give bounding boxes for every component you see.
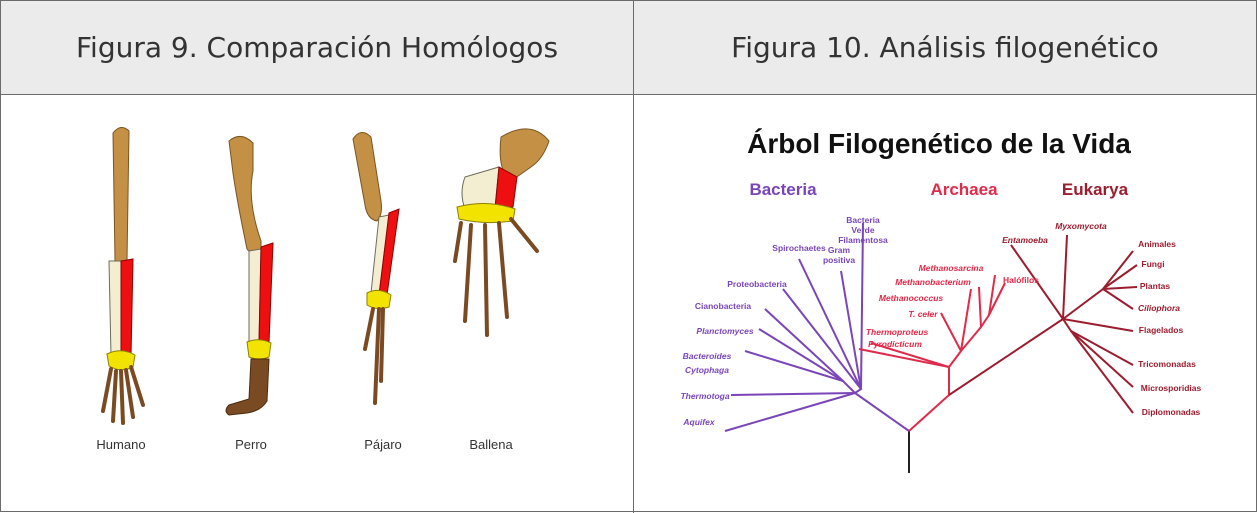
column-divider: [633, 1, 634, 513]
tree-title: Árbol Filogenético de la Vida: [747, 128, 1131, 159]
leaf-t-celer: T. celer: [908, 309, 938, 319]
leaf-gram-1: Gram: [828, 245, 851, 255]
leaf-fungi: Fungi: [1141, 259, 1164, 269]
leaf-aquifex: Aquifex: [682, 417, 715, 427]
leaf-bacteroides: Bacteroides: [683, 351, 732, 361]
leaf-thermoproteus: Thermoproteus: [866, 327, 929, 337]
leaf-plantas: Plantas: [1140, 281, 1171, 291]
leaf-diplomonadas: Diplomonadas: [1142, 407, 1201, 417]
whale-limb: [455, 129, 549, 335]
limb-label-humano: Humano: [96, 437, 145, 452]
figure-10-title: Figura 10. Análisis filogenético: [634, 1, 1256, 94]
leaf-cytophaga: Cytophaga: [685, 365, 729, 375]
leaf-bacteria-verde-1: Bacteria: [846, 215, 880, 225]
leaf-microsporidias: Microsporidias: [1141, 383, 1202, 393]
leaf-thermotoga: Thermotoga: [680, 391, 729, 401]
leaf-methanosarcina: Methanosarcina: [919, 263, 984, 273]
leaf-planctomyces: Planctomyces: [696, 326, 753, 336]
limb-label-ballena: Ballena: [469, 437, 513, 452]
leaf-entamoeba: Entamoeba: [1002, 235, 1048, 245]
phylogenetic-tree: Árbol Filogenético de la Vida Bacteria A…: [671, 101, 1241, 491]
leaf-bacteria-verde-3: Filamentosa: [838, 235, 888, 245]
leaf-tricomonadas: Tricomonadas: [1138, 359, 1196, 369]
limb-label-perro: Perro: [235, 437, 267, 452]
bird-limb: [353, 132, 399, 403]
leaf-halofilos: Halófilos: [1003, 275, 1039, 285]
eukarya-branches: [949, 235, 1137, 413]
table-header-row: Figura 9. Comparación Homólogos Figura 1…: [1, 1, 1256, 95]
leaf-animales: Animales: [1138, 239, 1176, 249]
leaf-gram-2: positiva: [823, 255, 855, 265]
figure-9-title: Figura 9. Comparación Homólogos: [1, 1, 633, 94]
leaf-myxomycota: Myxomycota: [1055, 221, 1107, 231]
leaf-ciliophora: Ciliophora: [1138, 303, 1180, 313]
leaf-cianobacteria: Cianobacteria: [695, 301, 751, 311]
leaf-pyrodicticum: Pyrodicticum: [868, 339, 922, 349]
domain-eukarya: Eukarya: [1062, 180, 1129, 199]
human-limb: [103, 127, 143, 423]
domain-archaea: Archaea: [930, 180, 998, 199]
leaf-spirochaetes: Spirochaetes: [772, 243, 826, 253]
leaf-methanobacterium: Methanobacterium: [895, 277, 971, 287]
dog-limb: [226, 136, 273, 415]
leaf-flagelados: Flagelados: [1139, 325, 1184, 335]
domain-bacteria: Bacteria: [749, 180, 817, 199]
leaf-proteobacteria: Proteobacteria: [727, 279, 787, 289]
leaf-bacteria-verde-2: Verde: [851, 225, 874, 235]
homologs-diagram: Humano Perro Pájaro Ballena: [61, 111, 581, 471]
limb-label-pajaro: Pájaro: [364, 437, 402, 452]
leaf-methanococcus: Methanococcus: [879, 293, 944, 303]
